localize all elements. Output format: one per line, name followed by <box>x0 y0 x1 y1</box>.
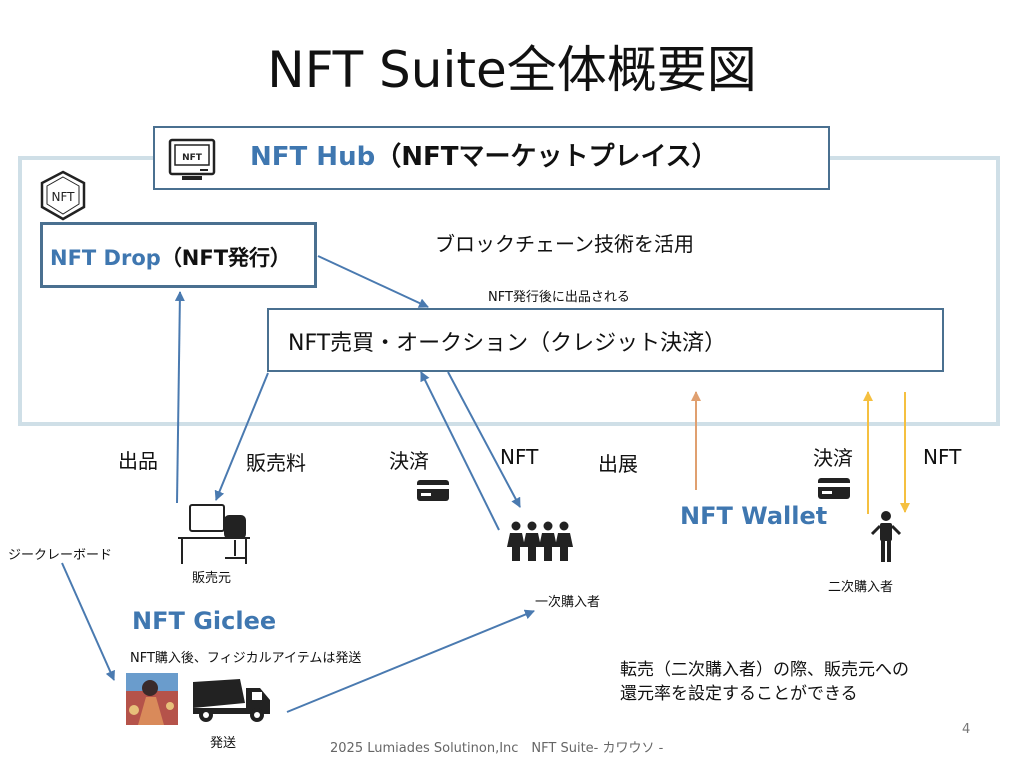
nft-logo-icon: NFT <box>40 170 86 221</box>
listing-label: 出品 <box>118 449 158 473</box>
blockchain-label: ブロックチェーン技術を活用 <box>435 232 694 256</box>
drop-name: NFT Drop <box>50 246 161 270</box>
sales-fee-label: 販売料 <box>246 451 306 475</box>
nft-drop-box <box>40 222 317 288</box>
nft-hub-label: NFT Hub（NFTマーケットプレイス） <box>250 136 718 173</box>
resale-note-line1: 転売（二次購入者）の際、販売元への <box>620 660 909 680</box>
hub-name: NFT Hub <box>250 142 376 172</box>
truck-icon <box>193 679 270 722</box>
credit-card-icon <box>818 478 850 499</box>
listing-note: NFT発行後に出品される <box>488 290 630 305</box>
exhibit-label: 出展 <box>598 452 638 476</box>
nft-giclee-label: NFT Giclee <box>132 607 277 635</box>
shipping-label: 発送 <box>210 736 237 751</box>
gicleeboard-arrow <box>61 562 115 681</box>
drop-to-auction-arrow <box>317 255 429 308</box>
payment-label-1: 決済 <box>389 449 429 473</box>
sales-fee-arrow <box>214 372 269 501</box>
auction-label: NFT売買・オークション（クレジット決済） <box>288 331 727 356</box>
monitor-icon: NFT <box>168 138 216 180</box>
primary-buyer-label: 一次購入者 <box>535 595 601 610</box>
nft-hub-box <box>153 126 830 190</box>
hub-subtitle: （NFTマーケットプレイス） <box>375 142 718 172</box>
drop-subtitle: （NFT発行） <box>160 246 292 270</box>
logo-nft-text: NFT <box>52 190 76 204</box>
gicleeboard-label: ジークレーボード <box>8 548 113 563</box>
nft-drop-label: NFT Drop（NFT発行） <box>50 242 291 272</box>
office-desk-icon <box>178 504 250 564</box>
footer-text: 2025 Lumiades Solutinon,Inc NFT Suite- カ… <box>330 741 664 756</box>
artwork-thumbnail-icon <box>126 673 178 725</box>
credit-card-icon <box>417 480 449 501</box>
page-number: 4 <box>962 722 971 737</box>
seller-label: 販売元 <box>192 571 232 586</box>
page-title: NFT Suite全体概要図 <box>267 41 757 99</box>
nft-wallet-label: NFT Wallet <box>680 502 828 530</box>
person-icon <box>870 511 902 562</box>
giclee-note: NFT購入後、フィジカルアイテムは発送 <box>130 651 362 666</box>
shipping-arrow <box>286 609 535 713</box>
monitor-nft-text: NFT <box>182 153 203 163</box>
auction-box <box>267 308 944 372</box>
resale-note: 転売（二次購入者）の際、販売元への 還元率を設定することができる <box>620 658 909 706</box>
nft-label-1: NFT <box>500 445 539 469</box>
people-group-icon <box>507 521 573 561</box>
listing-arrow <box>174 291 185 504</box>
secondary-buyer-label: 二次購入者 <box>828 580 894 595</box>
payment-label-2: 決済 <box>813 446 853 470</box>
payment-arrow-1 <box>420 371 500 531</box>
nft-arrow-1 <box>447 371 521 508</box>
nft-label-2: NFT <box>923 445 962 469</box>
resale-note-line2: 還元率を設定することができる <box>620 684 858 704</box>
